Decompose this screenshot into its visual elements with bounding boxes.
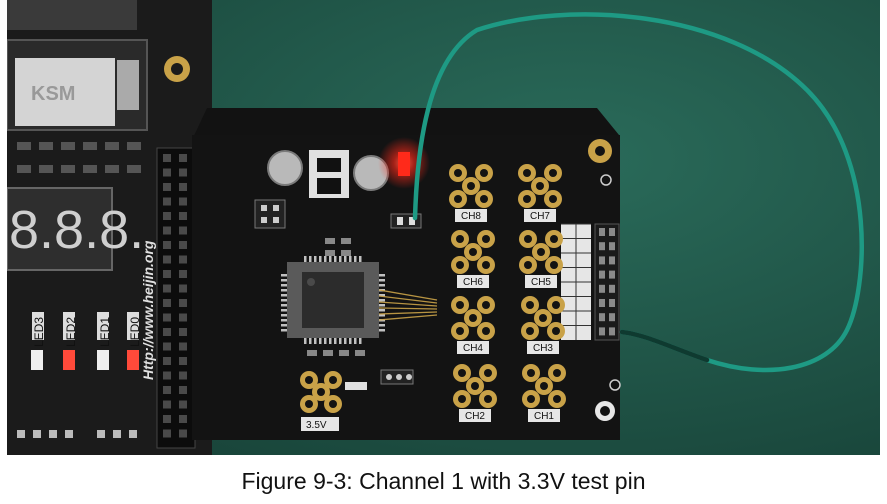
channel-ch4: CH4 [451,296,495,354]
left-small-header [254,199,286,229]
channel-label: CH8 [461,211,481,222]
adc-chip [281,256,385,344]
led3-label: LED3 [32,317,46,347]
display-digits: 8.8.8. [9,200,144,260]
jumper-header [380,369,414,385]
channel-label: CH4 [463,343,483,354]
url-silkscreen: Http://www.heijin.org [140,240,156,380]
pin-header [156,147,196,449]
channel-label: CH7 [530,211,550,222]
capacitor-left [267,150,303,186]
channel-label: CH6 [463,277,483,288]
channel-ch2: CH2 [453,364,497,422]
channel-label: CH3 [533,343,553,354]
channel-label: CH5 [531,277,551,288]
led1-label: LED1 [98,317,112,347]
channel-ch7: CH7 [518,164,562,222]
channel-ch3: CH3 [521,296,565,354]
connector-label: KSM [31,83,75,105]
led0-label: LED0 [128,317,142,347]
channel-label: CH1 [534,411,554,422]
seven-segment-display [7,187,113,271]
board-photo: KSM 8.8.8. Http://www.heijin.org [7,0,880,455]
channel-label: CH2 [465,411,485,422]
channel-ch5: CH5 [519,230,563,288]
voltage-label: 3.5V [306,420,327,431]
figure-caption: Figure 9-3: Channel 1 with 3.3V test pin [241,468,646,494]
jumper-wire [412,12,864,373]
voltage-connector: 3.5V [300,371,342,431]
led2-label: LED2 [64,317,78,347]
channel-ch6: CH6 [451,230,495,288]
numbered-connector [561,223,620,341]
power-led [398,152,410,176]
channel-ch8: CH8 [449,164,493,222]
channel-ch1: CH1 [522,364,566,422]
led-row: LED3 LED2 LED1 LED0 [31,312,142,370]
